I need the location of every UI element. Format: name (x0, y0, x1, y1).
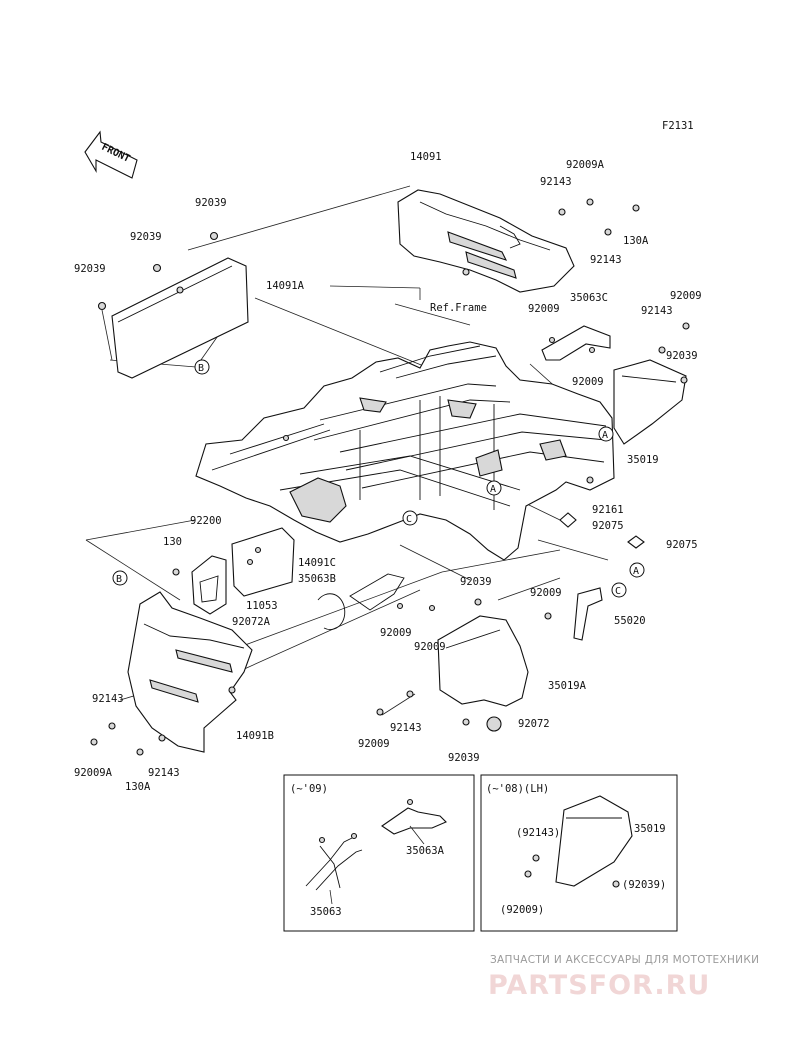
label-92075-a: 92075 (592, 520, 624, 532)
label-35019: 35019 (627, 454, 659, 466)
part-35019A-guard (437, 615, 529, 707)
label-92039-a: 92039 (195, 197, 227, 209)
fastener-group-left-bottom (90, 722, 166, 756)
svg-text:A: A (602, 430, 608, 441)
label-92039-m: 92039 (460, 576, 492, 588)
fastener-92009-mid (544, 612, 552, 620)
inset-box-left: (~'09) 35063A 35063 (283, 774, 475, 932)
watermark-logo: PARTSFOR.RU (488, 970, 710, 1001)
label-92143-top1: 92143 (540, 176, 572, 188)
inset-box-right: (~'08)(LH) (92143) 35019 (92039) (92009) (480, 774, 678, 932)
label-92039-r: 92039 (666, 350, 698, 362)
fastener-group-right (558, 198, 690, 549)
label-14091B: 14091B (236, 730, 274, 742)
label-92009-m2: 92009 (380, 627, 412, 639)
svg-text:C: C (406, 514, 412, 525)
fastener-group-left-top (97, 231, 219, 361)
label-130A-l: 130A (125, 781, 151, 793)
label-92039-b: 92039 (130, 231, 162, 243)
label-92039-c2: 92039 (448, 752, 480, 764)
label-14091: 14091 (410, 151, 442, 163)
inset-right-label-92009: (92009) (500, 904, 544, 916)
label-92039-c: 92039 (74, 263, 106, 275)
inset-left-label-35063: 35063 (310, 906, 342, 918)
callout-C-1: C (402, 510, 418, 526)
label-14091C: 14091C (298, 557, 336, 569)
part-14091C-panel (231, 527, 295, 597)
label-92009-m3: 92009 (414, 641, 446, 653)
svg-text:B: B (116, 574, 122, 585)
inset-right-label-92039: (92039) (622, 879, 666, 891)
callout-A-2: A (486, 480, 502, 496)
fastener-92039-bot (462, 718, 470, 726)
part-14091A-plate (111, 257, 249, 379)
label-11053: 11053 (246, 600, 278, 612)
callout-A-1: A (598, 426, 614, 442)
callout-B-2: B (112, 570, 128, 586)
inset-right-title: (~'08)(LH) (486, 783, 549, 795)
inset-right-label-35019: 35019 (634, 823, 666, 835)
label-14091A: 14091A (266, 280, 305, 292)
label-92161: 92161 (592, 504, 624, 516)
callout-A-3: A (629, 562, 645, 578)
label-92072: 92072 (518, 718, 550, 730)
label-92009-r3: 92009 (572, 376, 604, 388)
label-92143-r: 92143 (641, 305, 673, 317)
label-92143-top2: 92143 (590, 254, 622, 266)
part-labels: 14091 92009A 92143 130A 92143 92039 9203… (74, 151, 702, 793)
figure-code: F2131 (662, 120, 694, 132)
label-92009-c: 92009 (358, 738, 390, 750)
fastener-92009-bot (376, 708, 384, 716)
label-130: 130 (163, 536, 182, 548)
fastener-92143-mid (406, 690, 414, 698)
label-92009-r1: 92009 (528, 303, 560, 315)
label-92143-c: 92143 (390, 722, 422, 734)
fastener-92072 (486, 716, 502, 732)
label-35063B: 35063B (298, 573, 336, 585)
label-92143-l: 92143 (92, 693, 124, 705)
inset-left-label-35063A: 35063A (406, 845, 445, 857)
label-92072A: 92072A (232, 616, 271, 628)
part-35019-guard (613, 346, 688, 445)
label-92200: 92200 (190, 515, 222, 527)
part-14091B-guard (127, 591, 253, 753)
callout-B-1: B (194, 359, 210, 375)
svg-text:A: A (633, 566, 639, 577)
label-92009-r2: 92009 (670, 290, 702, 302)
front-arrow-icon: FRONT (84, 130, 138, 179)
svg-text:A: A (490, 484, 496, 495)
ref-frame-label: Ref.Frame (430, 302, 487, 314)
inset-left-title: (~'09) (290, 783, 328, 795)
fastener-130 (172, 568, 180, 576)
inset-right-label-92143: (92143) (516, 827, 560, 839)
label-92009A-top: 92009A (566, 159, 605, 171)
main-frame (195, 341, 615, 561)
part-35063B-band (317, 573, 436, 630)
svg-text:B: B (198, 363, 204, 374)
part-11053-bracket (191, 555, 227, 615)
label-92009A-l: 92009A (74, 767, 113, 779)
fastener-92039-mid (474, 598, 482, 606)
watermark-subtitle: ЗАПЧАСТИ И АКСЕССУАРЫ ДЛЯ МОТОТЕХНИКИ (490, 954, 759, 966)
part-35063C-bracket (541, 325, 611, 361)
label-35019A: 35019A (548, 680, 587, 692)
label-55020: 55020 (614, 615, 646, 627)
part-14091-guard (397, 189, 575, 293)
svg-text:C: C (615, 586, 621, 597)
label-92075-b: 92075 (666, 539, 698, 551)
label-92143-l2: 92143 (148, 767, 180, 779)
callout-C-2: C (611, 582, 627, 598)
label-130A-top: 130A (623, 235, 649, 247)
part-55020-bracket (573, 587, 603, 641)
label-35063C: 35063C (570, 292, 608, 304)
label-92009-m1: 92009 (530, 587, 562, 599)
